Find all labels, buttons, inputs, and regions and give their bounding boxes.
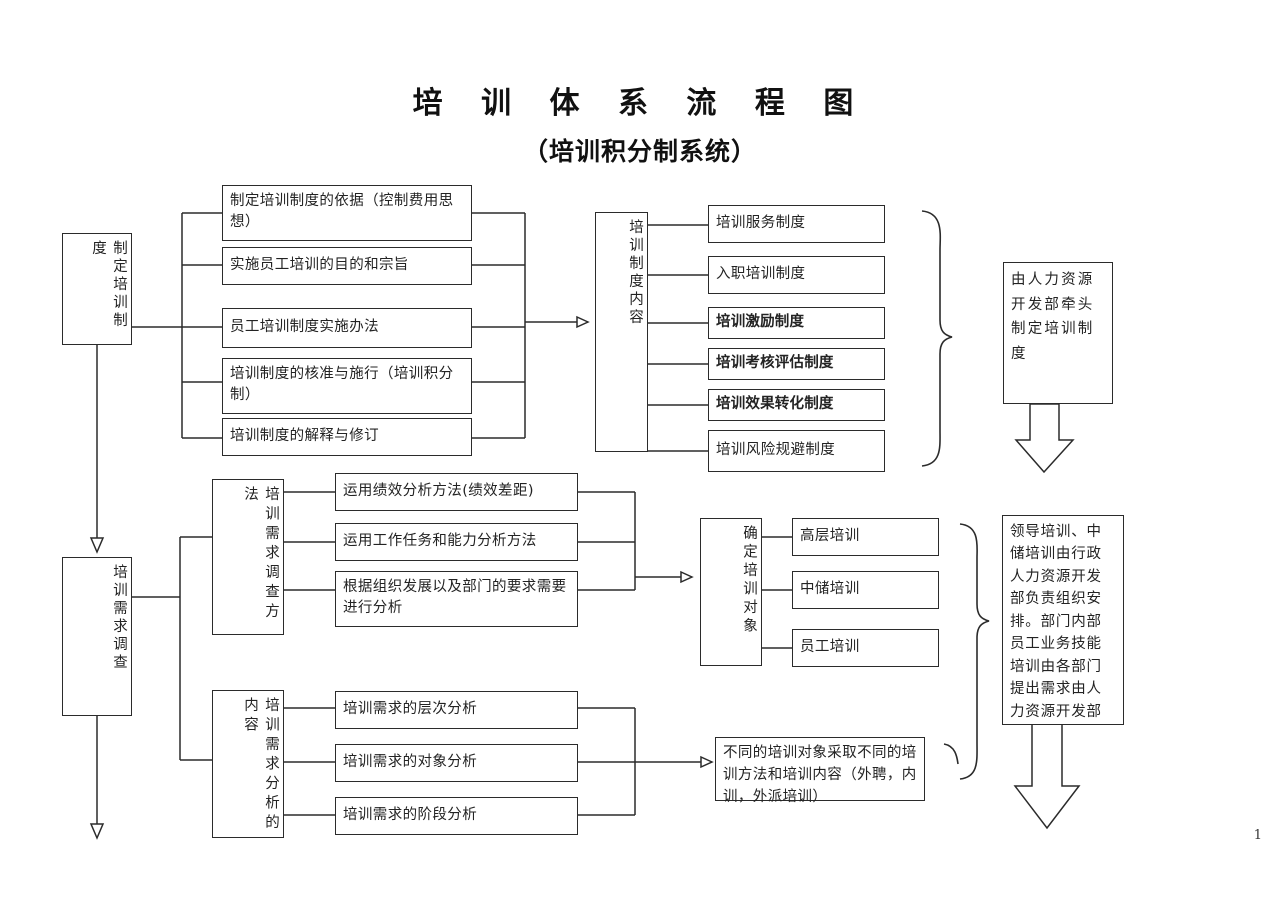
node-policy-transfer[interactable]: 培训效果转化制度 xyxy=(708,389,885,421)
node-label: 培训需求调查方法 xyxy=(241,486,279,623)
note-text: 由人力资源开发部牵头制定培训制度 xyxy=(1011,272,1095,362)
note-text: 领导培训、中储培训由行政人力资源开发部负责组织安排。部门内部员工业务技能培训由各… xyxy=(1010,524,1102,720)
node-label: 运用绩效分析方法(绩效差距) xyxy=(343,483,534,500)
node-label: 培训需求的阶段分析 xyxy=(343,807,478,824)
node-label: 根据组织发展以及部门的要求需要进行分析 xyxy=(343,579,567,617)
node-label: 员工培训制度实施办法 xyxy=(230,319,379,336)
node-label: 培训服务制度 xyxy=(716,215,806,232)
node-policy-risk[interactable]: 培训风险规避制度 xyxy=(708,430,885,472)
node-policy-onboarding[interactable]: 入职培训制度 xyxy=(708,256,885,294)
node-method-task-competency[interactable]: 运用工作任务和能力分析方法 xyxy=(335,523,578,561)
node-label: 确定培训对象 xyxy=(741,525,757,636)
node-label: 入职培训制度 xyxy=(716,266,806,283)
node-label: 制定培训制度 xyxy=(89,240,127,330)
note-text: 不同的培训对象采取不同的培训方法和培训内容（外聘，内训，外派培训） xyxy=(723,745,917,805)
node-policy-implementation[interactable]: 员工培训制度实施办法 xyxy=(222,308,472,348)
node-needs-survey-methods-group[interactable]: 培训需求调查方法 xyxy=(212,479,284,635)
node-establish-training-system[interactable]: 制定培训制度 xyxy=(62,233,132,345)
node-determine-training-targets[interactable]: 确定培训对象 xyxy=(700,518,762,666)
node-method-org-development[interactable]: 根据组织发展以及部门的要求需要进行分析 xyxy=(335,571,578,627)
node-needs-analysis-content-group[interactable]: 培训需求分析的内容 xyxy=(212,690,284,838)
node-label: 培训需求的对象分析 xyxy=(343,754,478,771)
node-policy-basis[interactable]: 制定培训制度的依据（控制费用思想） xyxy=(222,185,472,241)
node-content-target-analysis[interactable]: 培训需求的对象分析 xyxy=(335,744,578,782)
node-training-needs-survey[interactable]: 培训需求调查 xyxy=(62,557,132,716)
node-policy-service[interactable]: 培训服务制度 xyxy=(708,205,885,243)
node-label: 培训需求调查 xyxy=(111,564,127,672)
node-policy-revision[interactable]: 培训制度的解释与修订 xyxy=(222,418,472,456)
node-policy-assessment[interactable]: 培训考核评估制度 xyxy=(708,348,885,380)
node-content-level-analysis[interactable]: 培训需求的层次分析 xyxy=(335,691,578,729)
node-policy-purpose[interactable]: 实施员工培训的目的和宗旨 xyxy=(222,247,472,285)
node-label: 培训激励制度 xyxy=(716,314,805,331)
node-label: 培训需求的层次分析 xyxy=(343,701,478,718)
node-label: 培训风险规避制度 xyxy=(716,442,836,459)
node-policy-incentive[interactable]: 培训激励制度 xyxy=(708,307,885,339)
node-method-performance-analysis[interactable]: 运用绩效分析方法(绩效差距) xyxy=(335,473,578,511)
node-policy-approval[interactable]: 培训制度的核准与施行（培训积分制） xyxy=(222,358,472,414)
node-label: 制定培训制度的依据（控制费用思想） xyxy=(230,193,454,231)
note-hr-leads-policy: 由人力资源开发部牵头制定培训制度 xyxy=(1003,262,1113,404)
node-label: 培训制度内容 xyxy=(627,219,643,327)
page-subtitle: （培训积分制系统） xyxy=(522,137,757,166)
node-target-staff-training[interactable]: 员工培训 xyxy=(792,629,939,667)
node-label: 员工培训 xyxy=(800,639,860,656)
node-label: 培训需求分析的内容 xyxy=(241,697,279,834)
node-label: 运用工作任务和能力分析方法 xyxy=(343,533,537,550)
node-policy-content-hub[interactable]: 培训制度内容 xyxy=(595,212,648,452)
node-label: 培训制度的解释与修订 xyxy=(230,428,379,445)
node-label: 中储培训 xyxy=(800,581,860,598)
note-different-methods-per-target: 不同的培训对象采取不同的培训方法和培训内容（外聘，内训，外派培训） xyxy=(715,737,925,805)
node-target-reserve-training[interactable]: 中储培训 xyxy=(792,571,939,609)
node-label: 高层培训 xyxy=(800,528,860,545)
node-content-stage-analysis[interactable]: 培训需求的阶段分析 xyxy=(335,797,578,835)
node-label: 培训制度的核准与施行（培训积分制） xyxy=(230,366,454,404)
node-label: 实施员工培训的目的和宗旨 xyxy=(230,257,409,274)
node-target-senior-training[interactable]: 高层培训 xyxy=(792,518,939,556)
node-label: 培训考核评估制度 xyxy=(716,355,834,372)
note-training-responsibility: 领导培训、中储培训由行政人力资源开发部负责组织安排。部门内部员工业务技能培训由各… xyxy=(1002,515,1124,725)
page-title: 培 训 体 系 流 程 图 xyxy=(412,86,868,121)
page-number: 1 xyxy=(1253,828,1262,843)
node-label: 培训效果转化制度 xyxy=(716,396,834,413)
